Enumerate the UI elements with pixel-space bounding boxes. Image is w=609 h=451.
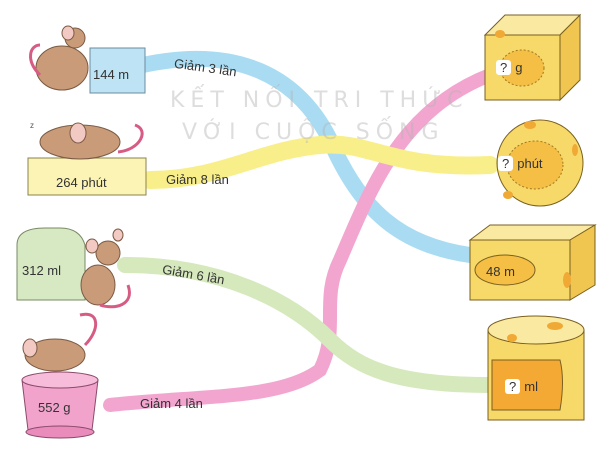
mouse-value-1: 144 m [93, 67, 130, 82]
answer-box[interactable]: ? [498, 156, 514, 171]
path-green [117, 257, 498, 393]
cheese-value-3: 48 m [486, 264, 515, 279]
path-yellow [141, 135, 499, 189]
cheese-answer-1[interactable]: ?g [496, 60, 522, 75]
mouse-value-4: 552 g [38, 400, 71, 415]
watermark-line-1: KẾT NỐI TRI THỨC [170, 88, 469, 113]
mouse-value-2: 264 phút [56, 175, 107, 190]
path-pink [103, 68, 497, 412]
svg-text:z: z [30, 121, 34, 130]
answer-box[interactable]: ? [505, 379, 521, 394]
cheese-answer-4[interactable]: ?ml [505, 379, 538, 394]
path-label-2: Giảm 8 lần [166, 172, 229, 187]
mouse-value-3: 312 ml [22, 263, 62, 278]
cheese-answer-2[interactable]: ?phút [498, 156, 543, 171]
watermark-line-2: VỚI CUỘC SỐNG [182, 120, 445, 145]
mouse-icon [35, 45, 89, 91]
path-label-4: Giảm 4 lần [140, 396, 203, 411]
answer-box[interactable]: ? [496, 60, 512, 75]
